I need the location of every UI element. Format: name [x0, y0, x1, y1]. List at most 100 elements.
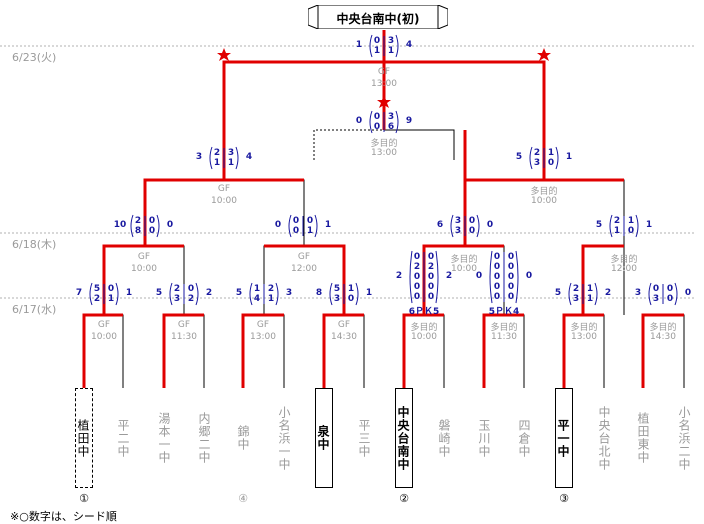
score-paren	[89, 282, 119, 306]
venue-qfc-time: 10:00	[451, 264, 477, 274]
score-cell: 0	[427, 272, 435, 282]
venue-r1a-time: 10:00	[91, 332, 117, 342]
r1g-win	[562, 313, 604, 388]
score-cell: 0	[306, 216, 314, 226]
score-cell: 1	[627, 216, 635, 226]
score-right: 1	[125, 288, 133, 298]
score-right: 0	[486, 220, 494, 230]
score-cell: 0	[468, 216, 476, 226]
champion-banner: 中央台南中(初)	[308, 5, 448, 29]
score-cell: 4	[253, 294, 261, 304]
score-cell: 5	[93, 284, 101, 294]
score-cell: 3	[572, 294, 580, 304]
score-cell: 1	[613, 226, 621, 236]
venue-sfa: GF	[217, 184, 231, 194]
score-cell: 1	[586, 284, 594, 294]
pk-label: 6ＰＫ5	[408, 307, 440, 317]
score-right: 1	[565, 152, 573, 162]
r1b-win	[162, 313, 204, 388]
venue-r1h-time: 14:30	[650, 332, 676, 342]
team-taira3: 平三中	[357, 418, 371, 458]
score-cell: 1	[586, 294, 594, 304]
r1a-win	[82, 313, 123, 388]
venue-r1d: GF	[337, 320, 351, 330]
score-cell: 2	[427, 262, 435, 272]
score-cell: 2	[173, 284, 181, 294]
score-paren	[648, 282, 678, 306]
team-taira1: 平一中	[555, 388, 573, 488]
team-ueda: 植田中	[75, 388, 93, 488]
score-paren	[249, 282, 279, 306]
score-left: 10	[113, 220, 127, 230]
score-cell: 3	[227, 148, 235, 158]
score-right: 0	[525, 271, 533, 281]
score-cell: 3	[454, 226, 462, 236]
score-right: 1	[645, 220, 653, 230]
score-paren	[409, 250, 439, 304]
venue-qfa: GF	[137, 252, 151, 262]
score-cell: 1	[306, 226, 314, 236]
score-cell: 0	[468, 226, 476, 236]
seed-4: ④	[238, 492, 248, 505]
score-cell: 3	[173, 294, 181, 304]
qfa-win	[102, 244, 184, 315]
score-right: 9	[405, 116, 413, 126]
seed-2: ②	[399, 492, 409, 505]
score-cell: 0	[493, 282, 501, 292]
score-cell: 0	[413, 272, 421, 282]
venue-r1a: GF	[97, 320, 111, 330]
score-cell: 0	[373, 36, 381, 46]
score-right: 4	[245, 152, 253, 162]
score-left: 5	[155, 288, 163, 298]
score-left: 1	[355, 40, 363, 50]
score-left: 2	[395, 271, 403, 281]
team-uedahigashi: 植田東中	[636, 412, 650, 464]
venue-r1b: GF	[177, 320, 191, 330]
team-izumi: 泉中	[315, 388, 333, 488]
score-right: 2	[604, 288, 612, 298]
score-right: 0	[684, 288, 692, 298]
star-icon	[377, 95, 391, 108]
score-cell: 0	[413, 292, 421, 302]
venue-r1d-time: 14:30	[331, 332, 357, 342]
seed-3: ③	[559, 492, 569, 505]
score-cell: 0	[547, 158, 555, 168]
score-left: 7	[75, 288, 83, 298]
score-cell: 5	[333, 284, 341, 294]
score-paren	[609, 214, 639, 238]
team-iwasaki: 磐崎中	[437, 418, 451, 458]
score-cell: 0	[493, 292, 501, 302]
score-right: 3	[285, 288, 293, 298]
score-cell: 0	[107, 284, 115, 294]
venue-sfa-time: 10:00	[211, 196, 237, 206]
score-cell: 0	[292, 226, 300, 236]
r1d-win	[322, 313, 364, 388]
score-cell: 0	[187, 284, 195, 294]
score-left: 6	[436, 220, 444, 230]
score-cell: 8	[134, 226, 142, 236]
venue-final: GF	[377, 67, 391, 77]
score-paren	[529, 146, 559, 170]
score-cell: 2	[134, 216, 142, 226]
venue-qfb-time: 12:00	[291, 264, 317, 274]
venue-r1f: 多目的	[490, 323, 518, 333]
champion-name: 中央台南中(初)	[336, 12, 420, 26]
score-cell: 3	[387, 36, 395, 46]
team-chuodaikita: 中央台北中	[597, 405, 611, 471]
venue-r1e: 多目的	[410, 323, 438, 333]
venue-r1b-time: 11:30	[171, 332, 197, 342]
venue-r1e-time: 10:00	[411, 332, 437, 342]
team-yumoto1: 湯本一中	[157, 412, 171, 464]
score-paren	[489, 250, 519, 304]
score-cell: 2	[533, 148, 541, 158]
seed-1: ①	[79, 492, 89, 505]
score-cell: 1	[253, 284, 261, 294]
score-cell: 0	[148, 226, 156, 236]
score-cell: 0	[507, 292, 515, 302]
date-label-d2: 6/18(木)	[12, 238, 57, 251]
score-cell: 2	[267, 284, 275, 294]
score-right: 2	[445, 271, 453, 281]
score-cell: 2	[213, 148, 221, 158]
score-left: 0	[274, 220, 282, 230]
score-cell: 0	[292, 216, 300, 226]
